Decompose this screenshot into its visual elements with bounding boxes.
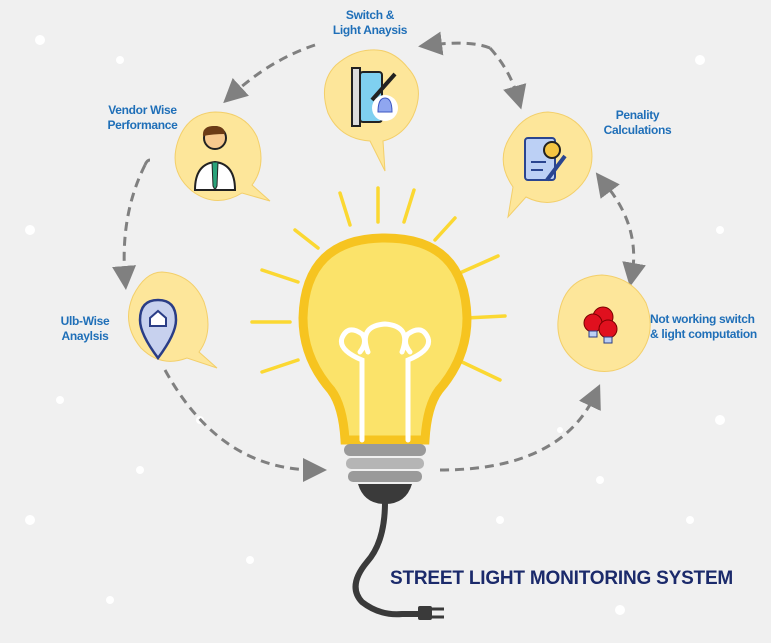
label-line: Vendor Wise [108, 103, 177, 117]
label-line: Performance [107, 118, 178, 132]
label-vendor: Vendor Wise Performance [95, 103, 190, 133]
label-switch-light: Switch & Light Anaysis [320, 8, 420, 38]
light-bulb [298, 233, 472, 620]
switch-light-icon [351, 67, 398, 127]
cycle-arrows [112, 31, 646, 482]
light-rays [250, 186, 507, 382]
label-line: & light computation [650, 327, 757, 341]
label-line: Anaylsis [61, 329, 109, 343]
red-bulbs-icon [583, 306, 618, 344]
label-ulb: Ulb-Wise Anaylsis [50, 314, 120, 344]
plug-icon [418, 606, 432, 620]
label-line: Penality [615, 108, 660, 122]
label-not-working: Not working switch & light computation [650, 312, 770, 342]
background-dots [25, 35, 725, 615]
label-line: Light Anaysis [332, 23, 408, 37]
location-pin-icon [138, 298, 178, 361]
diagram-title: STREET LIGHT MONITORING SYSTEM [390, 568, 734, 589]
label-line: Calculations [603, 123, 672, 137]
label-line: Switch & [345, 8, 395, 22]
label-line: Not working switch [650, 312, 755, 326]
penalty-document-icon [524, 137, 567, 182]
vendor-person-icon [193, 126, 237, 192]
label-penalty: Penality Calculations [595, 108, 680, 138]
label-line: Ulb-Wise [60, 314, 110, 328]
